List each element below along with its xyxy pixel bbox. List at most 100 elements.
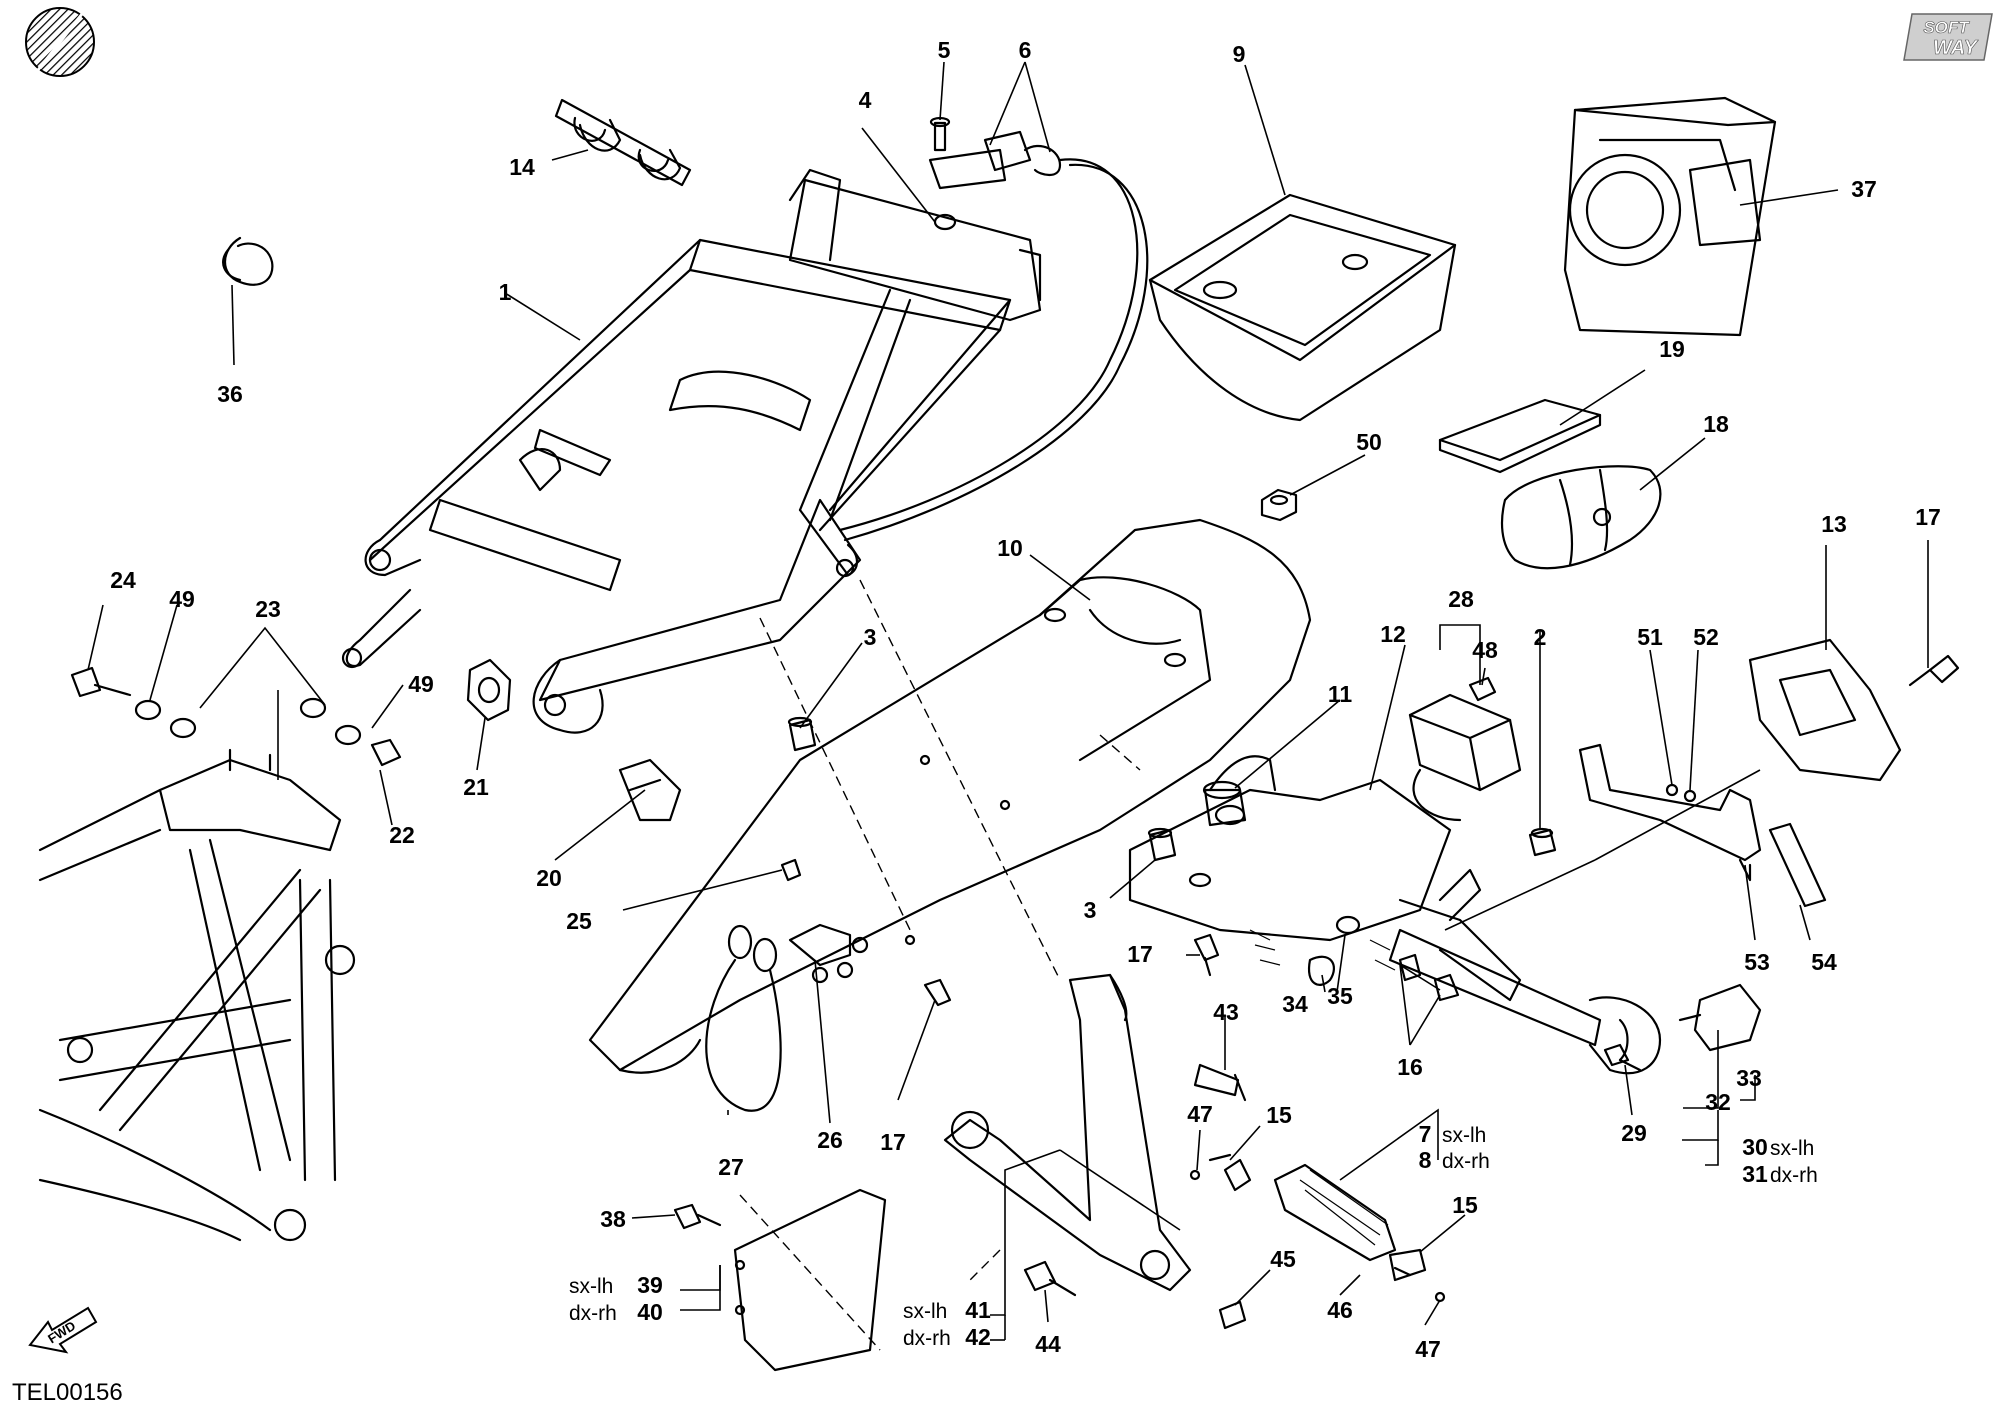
part-11-bushing <box>1202 780 1247 827</box>
side-label-30: sx-lh <box>1770 1137 1814 1160</box>
callout-51: 51 <box>1637 624 1663 650</box>
callout-15b: 15 <box>1452 1192 1478 1218</box>
callout-31: 31 <box>1742 1161 1768 1187</box>
side-label-41: sx-lh <box>903 1300 947 1323</box>
callout-33: 33 <box>1736 1065 1762 1091</box>
part-43-44-bolts <box>1023 1063 1247 1297</box>
callout-28: 28 <box>1448 586 1474 612</box>
callout-5: 5 <box>938 37 951 63</box>
round-hatched-badge-icon <box>25 7 95 77</box>
callout-18: 18 <box>1703 411 1729 437</box>
callout-26: 26 <box>817 1127 843 1153</box>
callout-8: 8 <box>1419 1147 1432 1173</box>
callout-17c: 17 <box>1915 504 1941 530</box>
callout-36: 36 <box>217 381 243 407</box>
part-4-5-6-cable-bracket <box>788 116 1149 542</box>
callout-14: 14 <box>509 154 535 180</box>
callout-46: 46 <box>1327 1297 1353 1323</box>
callout-21: 21 <box>463 774 489 800</box>
callout-29: 29 <box>1621 1120 1647 1146</box>
part-17-bolt-topright <box>1908 654 1960 687</box>
part-29-screw <box>1603 1043 1642 1072</box>
callout-11: 11 <box>1328 681 1353 707</box>
callout-19: 19 <box>1659 336 1685 362</box>
part-37-panel <box>1563 96 1777 337</box>
callout-25: 25 <box>566 908 592 934</box>
callout-45: 45 <box>1270 1246 1296 1272</box>
part-16-34-35-connectors <box>1249 915 1460 1002</box>
callout-49a: 49 <box>169 586 195 612</box>
part-18-tool-roll <box>1500 465 1662 570</box>
drawing-code: TEL00156 <box>12 1379 123 1406</box>
side-label-42: dx-rh <box>903 1327 951 1350</box>
part-3-rubber-pads <box>787 716 1177 862</box>
side-label-7: sx-lh <box>1442 1124 1486 1147</box>
part-22-23-24-49-fasteners <box>70 666 402 767</box>
callout-15a: 15 <box>1266 1102 1292 1128</box>
part-17-bolts-mid <box>923 933 1220 1007</box>
callout-12: 12 <box>1380 621 1406 647</box>
part-48-bulb <box>1468 676 1497 702</box>
callout-38: 38 <box>600 1206 626 1232</box>
part-36-clip <box>222 236 274 286</box>
callout-labels: 1 2 3 3 4 5 6 9 10 11 12 13 14 15 15 16 … <box>110 37 1941 1362</box>
callout-52: 52 <box>1693 624 1719 650</box>
callout-37: 37 <box>1851 176 1877 202</box>
callout-48: 48 <box>1472 637 1498 663</box>
callout-39: 39 <box>637 1272 663 1298</box>
callout-47a: 47 <box>1187 1101 1213 1127</box>
part-53-plate-arm <box>1578 743 1762 882</box>
logo-line2: WAY <box>1933 37 1979 59</box>
callout-43: 43 <box>1213 999 1239 1025</box>
callout-27: 27 <box>718 1154 744 1180</box>
fwd-arrow-icon: FWD <box>28 1306 98 1354</box>
part-25-26-brackets <box>780 858 869 984</box>
callout-54: 54 <box>1811 949 1837 975</box>
callout-32: 32 <box>1705 1089 1731 1115</box>
callout-49b: 49 <box>408 671 434 697</box>
part-39-40-heel-guard <box>733 1188 887 1372</box>
part-9-tray <box>1148 193 1457 422</box>
callout-10: 10 <box>997 535 1023 561</box>
callout-9: 9 <box>1233 41 1246 67</box>
callout-3a: 3 <box>864 624 877 650</box>
part-50-nut <box>1260 488 1298 522</box>
callout-30: 30 <box>1742 1134 1768 1160</box>
callout-1: 1 <box>499 279 512 305</box>
part-27-ground-cable <box>705 924 782 1112</box>
logo-line1: SOFT <box>1923 18 1970 37</box>
part-1-rear-subframe <box>341 238 1012 734</box>
callout-53: 53 <box>1744 949 1770 975</box>
callout-13: 13 <box>1821 511 1847 537</box>
callout-22: 22 <box>389 822 415 848</box>
part-13-plate-bracket <box>1748 638 1902 782</box>
part-12-rear-frame <box>1128 755 1522 1002</box>
side-label-40: dx-rh <box>569 1302 617 1325</box>
part-10-undertray <box>588 518 1312 1074</box>
part-20-21-rubber-mounts <box>466 658 682 822</box>
callout-50: 50 <box>1356 429 1382 455</box>
part-32-33-turn-signal <box>1388 928 1762 1075</box>
part-19-booklet <box>1438 398 1602 474</box>
callout-7: 7 <box>1419 1121 1432 1147</box>
callout-20: 20 <box>536 865 562 891</box>
callout-4: 4 <box>859 87 872 113</box>
part-14-clamp-bracket <box>554 98 692 187</box>
part-38-bolt <box>673 1203 722 1230</box>
leader-lines <box>87 61 1929 1351</box>
callout-44: 44 <box>1035 1331 1061 1357</box>
side-label-39: sx-lh <box>569 1275 613 1298</box>
callout-3b: 3 <box>1084 897 1097 923</box>
callout-35: 35 <box>1327 983 1353 1009</box>
main-frame-partial <box>38 748 356 1242</box>
part-28-tail-light <box>1408 693 1522 822</box>
part-2-grommet <box>1528 827 1557 857</box>
callout-23: 23 <box>255 596 281 622</box>
callout-17a: 17 <box>1127 941 1153 967</box>
softway-logo: SOFT WAY <box>1903 13 1993 61</box>
callout-47b: 47 <box>1415 1336 1441 1362</box>
callout-42: 42 <box>965 1324 991 1350</box>
callout-16: 16 <box>1397 1054 1423 1080</box>
side-label-8: dx-rh <box>1442 1150 1490 1173</box>
callout-6: 6 <box>1019 37 1032 63</box>
